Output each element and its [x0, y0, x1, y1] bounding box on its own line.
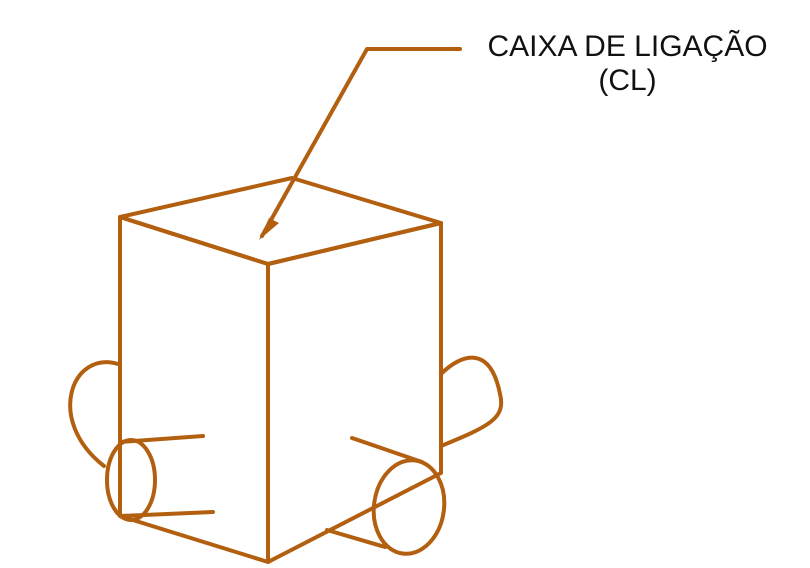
box-top-face: [118, 176, 443, 266]
conduit-left-front-bottom: [118, 510, 215, 518]
conduit-left-back: [68, 360, 120, 468]
conduit-right-front-bottom: [325, 528, 387, 549]
box-right-face: [266, 221, 443, 564]
callout-label-line2: (CL): [598, 64, 657, 97]
box-left-face: [118, 215, 270, 564]
callout-label: CAIXA DE LIGAÇÃO (CL): [445, 30, 810, 98]
callout-label-line1: CAIXA DE LIGAÇÃO: [487, 30, 768, 63]
conduit-left-front-end: [105, 438, 157, 522]
conduit-right-front-top: [350, 436, 424, 464]
conduit-right-front-end: [371, 458, 447, 556]
conduit-right-back: [439, 355, 504, 448]
callout-arrow-head: [259, 218, 279, 240]
callout-leader-line: [260, 47, 462, 238]
